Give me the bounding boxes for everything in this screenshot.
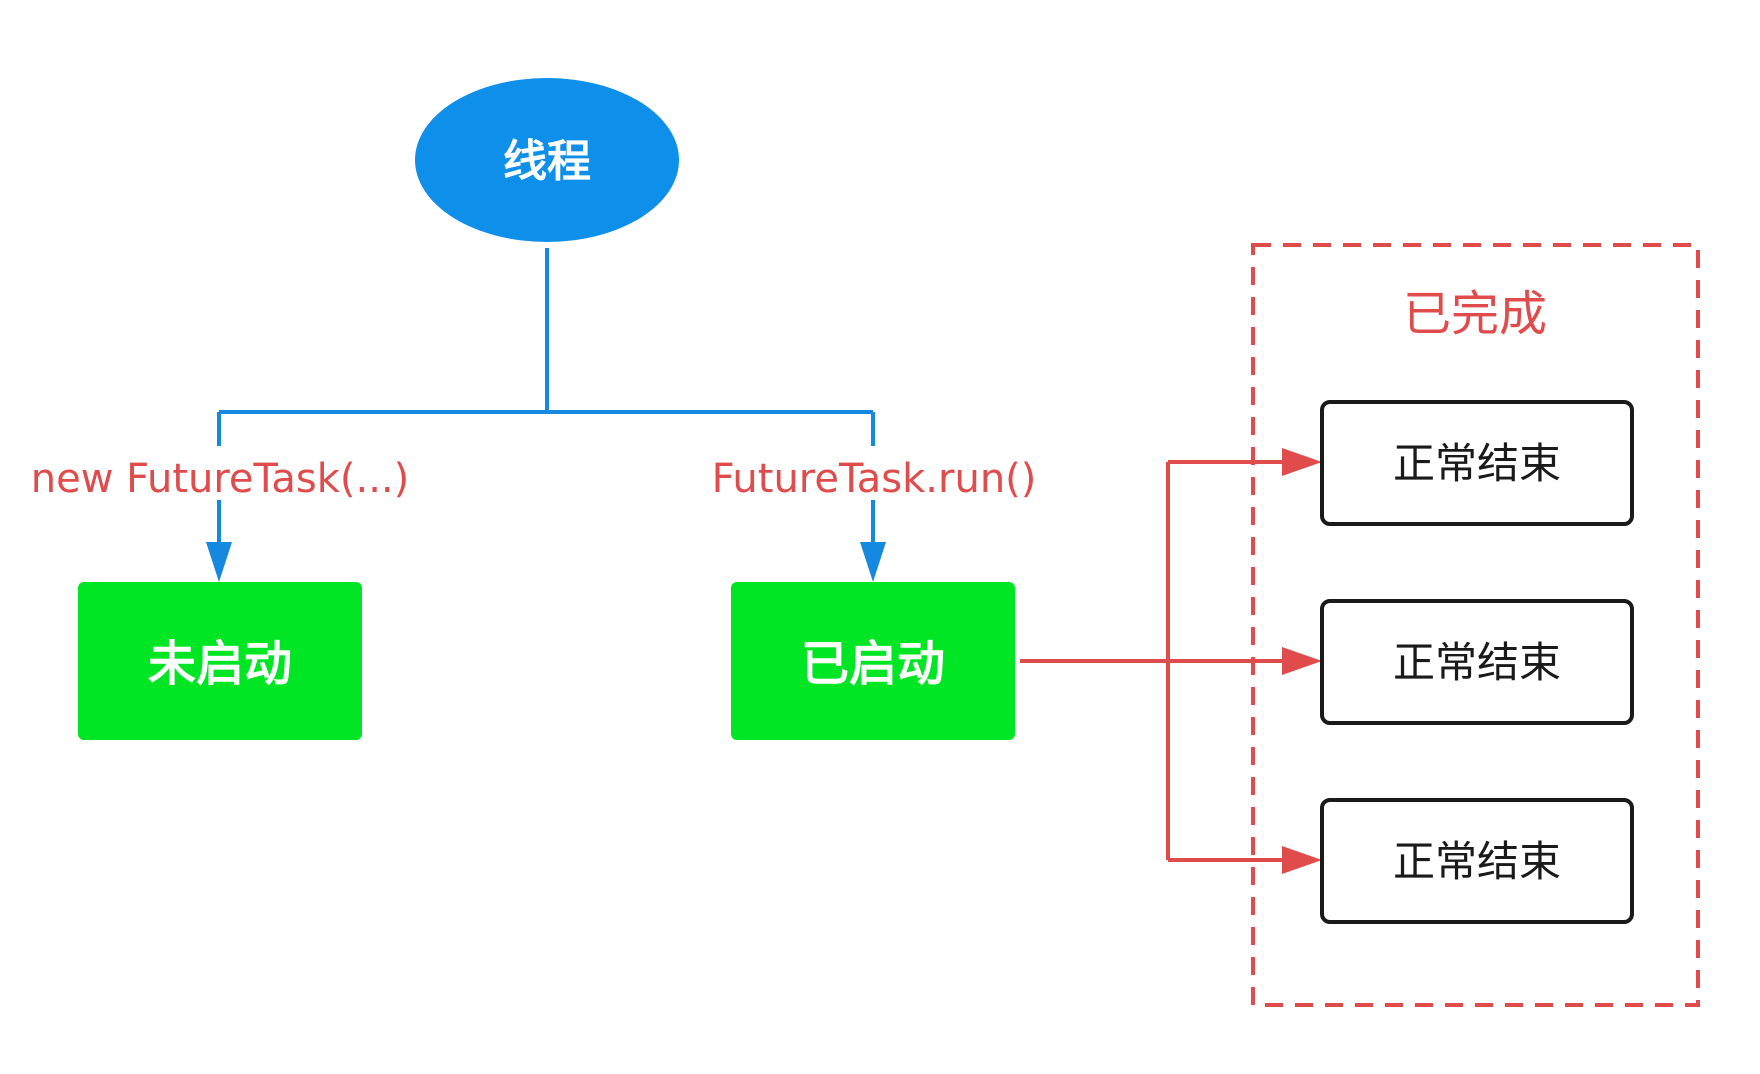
thread-ellipse	[415, 78, 679, 242]
arrowhead-to-started-icon	[860, 542, 886, 582]
thread-label: 线程	[503, 136, 591, 187]
arrowhead-to-end-3-icon	[1282, 846, 1322, 874]
normal-end-box-2	[1320, 599, 1634, 725]
normal-end-label-2: 正常结束	[1393, 638, 1561, 687]
normal-end-label-3: 正常结束	[1393, 837, 1561, 886]
started-label: 已启动	[801, 636, 945, 692]
arrowhead-to-end-2-icon	[1282, 647, 1322, 675]
arrowhead-to-end-1-icon	[1282, 448, 1322, 476]
red-connectors	[1020, 460, 1282, 862]
not-started-label: 未启动	[148, 636, 292, 692]
normal-end-label-1: 正常结束	[1393, 439, 1561, 488]
not-started-box	[78, 582, 362, 740]
run-transition-label: FutureTask.run()	[712, 456, 1037, 502]
normal-end-box-1	[1320, 400, 1634, 526]
completed-group-frame	[1251, 243, 1700, 1007]
started-box	[731, 582, 1015, 740]
arrowhead-to-not-started-icon	[206, 542, 232, 582]
completed-group-title: 已完成	[1403, 286, 1547, 342]
normal-end-box-3	[1320, 798, 1634, 924]
create-transition-label: new FutureTask(...)	[31, 456, 409, 502]
blue-connectors	[217, 248, 875, 542]
